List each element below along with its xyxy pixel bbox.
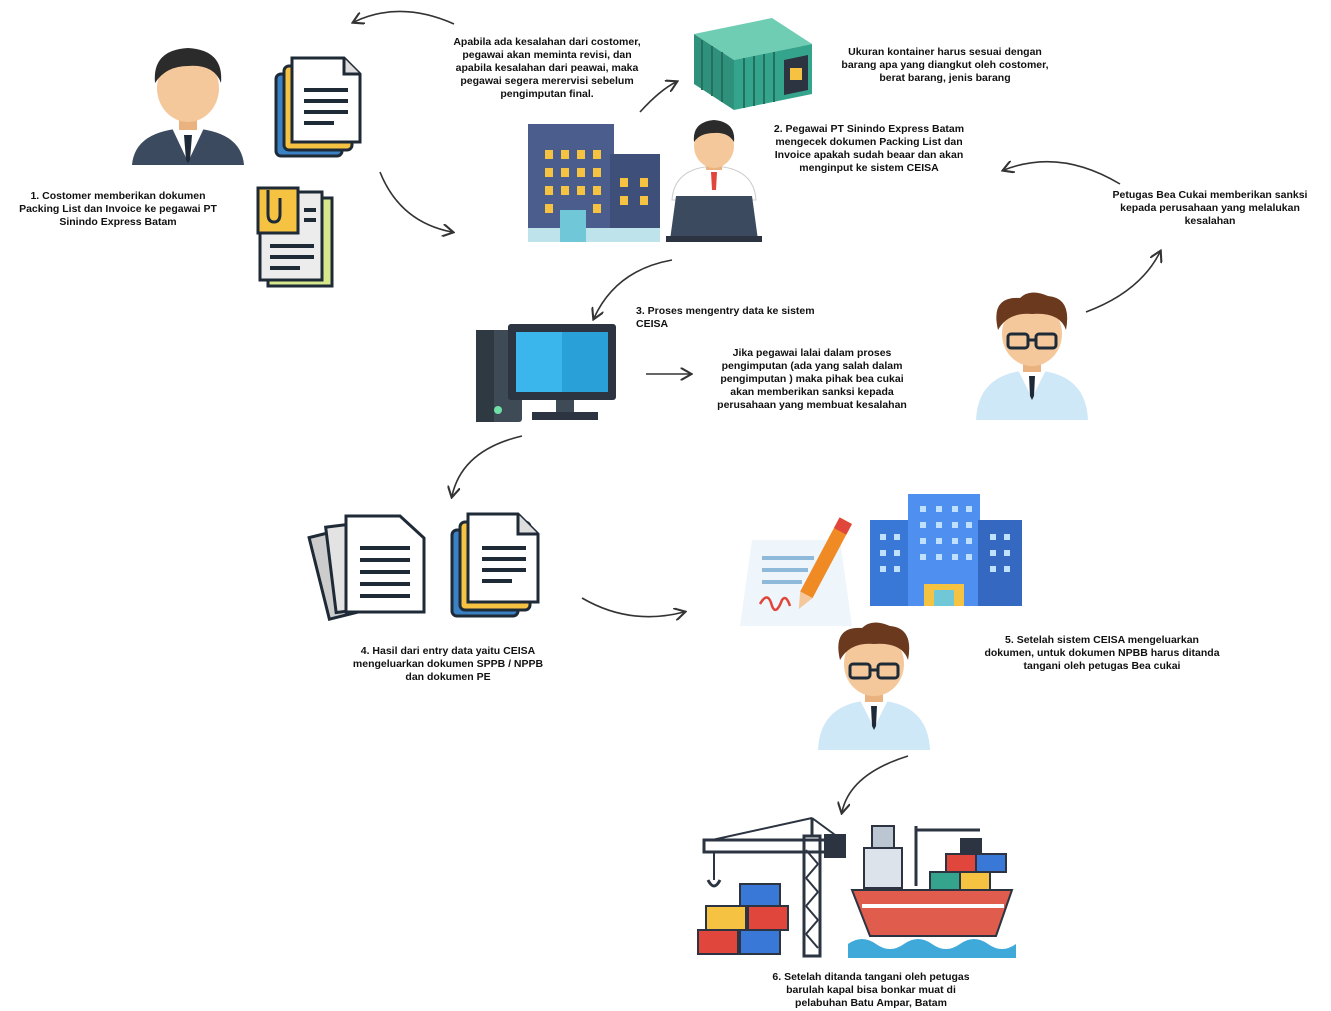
revisi-note: Apabila ada kesalahan dari costomer, peg…: [453, 36, 641, 100]
step-2-label: 2. Pegawai PT Sinindo Express Batam meng…: [773, 123, 965, 174]
cargo-ship-icon: [848, 825, 1016, 958]
lalai-note: Jika pegawai lalai dalam proses pengimpu…: [717, 347, 907, 411]
document-stack-icon: [307, 512, 540, 621]
arrow-office-to-computer: [594, 259, 673, 318]
computer-icon: [476, 324, 616, 422]
arrow-revisi-to-customer: [354, 10, 455, 25]
office-building-icon: [528, 124, 660, 242]
step-5-label: 5. Setelah sistem CEISA mengeluarkan dok…: [984, 634, 1220, 672]
sanksi-note: Petugas Bea Cukai memberikan sanksi kepa…: [1112, 189, 1308, 227]
arrow-office-to-revisi: [639, 82, 676, 113]
step-6-label: 6. Setelah ditanda tangani oleh petugas …: [772, 971, 970, 1009]
kontainer-note: Ukuran kontainer harus sesuai dengan bar…: [841, 46, 1049, 84]
arrow-officer-to-port: [842, 755, 909, 812]
flow-arrows: [354, 10, 1160, 812]
arrow-sanksi-to-s2: [1004, 162, 1121, 185]
container-icon: [694, 18, 812, 110]
step-1-label: 1. Costomer memberikan dokumen Packing L…: [19, 190, 217, 228]
officer-icon: [976, 292, 1088, 420]
employee-laptop-icon: [666, 120, 762, 242]
documents-icon: [274, 56, 362, 158]
customer-icon: [132, 48, 244, 165]
arrow-customer-to-office: [379, 171, 452, 232]
step-3-label: 3. Proses mengentry data ke sistem CEISA: [636, 305, 815, 330]
clipboard-icon: [256, 186, 334, 288]
officer-icon: [818, 622, 930, 750]
city-building-icon: [870, 494, 1022, 606]
arrow-docs-to-signature: [581, 597, 684, 617]
signature-icon: [740, 517, 852, 626]
arrow-computer-to-docs: [452, 435, 523, 496]
port-crane-icon: [697, 817, 846, 958]
step-4-label: 4. Hasil dari entry data yaitu CEISA men…: [352, 645, 544, 683]
arrow-officer-to-sanksi: [1085, 252, 1160, 313]
